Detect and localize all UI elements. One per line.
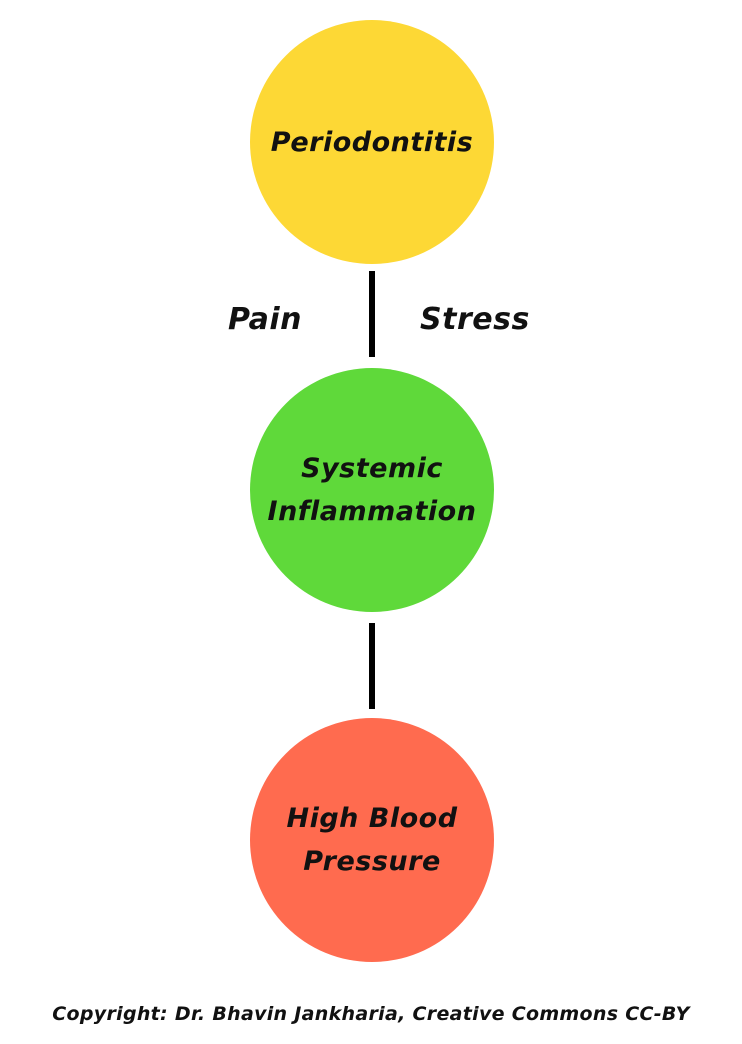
connector-periodontitis-to-inflammation bbox=[369, 271, 375, 357]
edge-label-stress: Stress bbox=[420, 302, 530, 337]
copyright-footer: Copyright: Dr. Bhavin Jankharia, Creativ… bbox=[52, 1003, 690, 1025]
node-high-blood-pressure-label-line-1: High Blood bbox=[286, 803, 458, 834]
node-systemic-inflammation-label-line-2: Inflammation bbox=[267, 496, 477, 527]
node-high-blood-pressure: High Blood Pressure bbox=[250, 718, 494, 962]
node-systemic-inflammation-label-line-1: Systemic bbox=[301, 453, 443, 484]
node-periodontitis-label-line-1: Periodontitis bbox=[270, 126, 474, 158]
connector-inflammation-to-blood-pressure bbox=[369, 623, 375, 709]
edge-label-pain: Pain bbox=[228, 302, 302, 337]
node-periodontitis: Periodontitis bbox=[250, 20, 494, 264]
node-systemic-inflammation: Systemic Inflammation bbox=[250, 368, 494, 612]
node-high-blood-pressure-label-line-2: Pressure bbox=[303, 846, 441, 877]
